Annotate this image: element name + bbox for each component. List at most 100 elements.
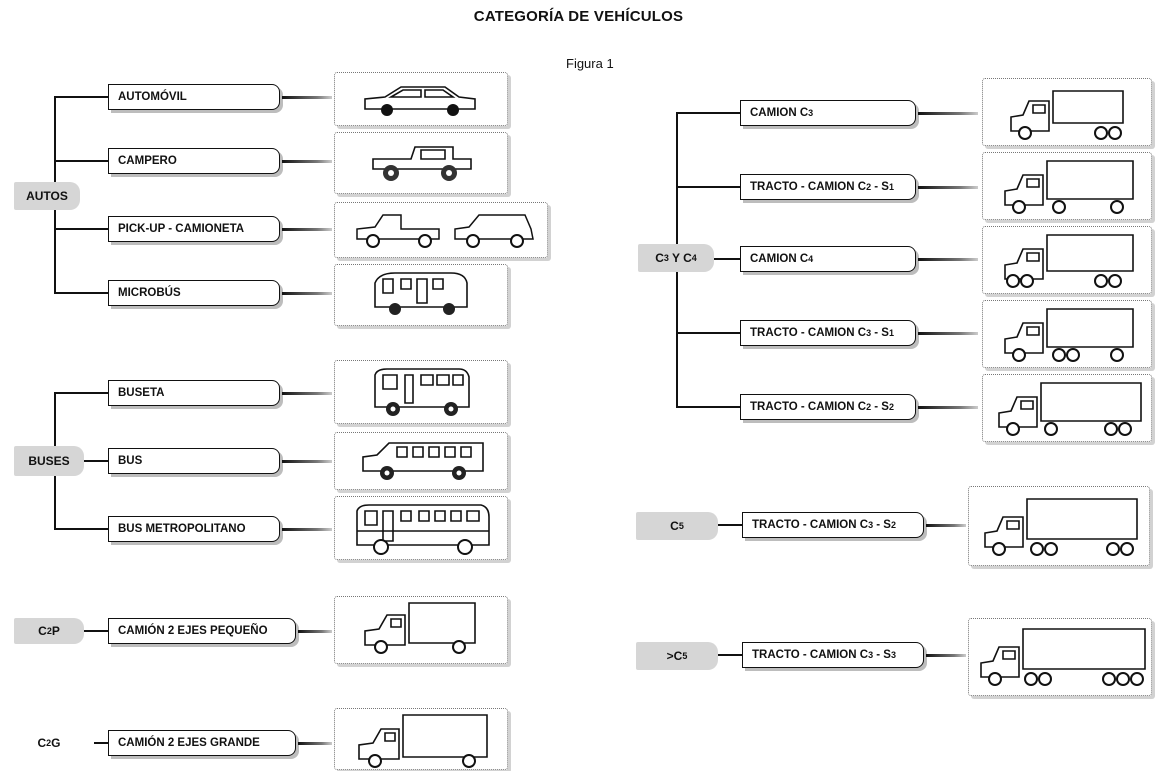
figure-title: CATEGORÍA DE VEHÍCULOS bbox=[473, 8, 684, 25]
small-truck-icon bbox=[334, 596, 508, 664]
connector bbox=[282, 228, 332, 231]
category-pickup: PICK-UP - CAMIONETA bbox=[108, 216, 280, 242]
pickup-icon bbox=[334, 202, 548, 258]
category-bus: BUS bbox=[108, 448, 280, 474]
tag-text: >C bbox=[666, 649, 683, 663]
tag-subscript: 5 bbox=[678, 521, 684, 531]
label-text: - S bbox=[871, 401, 889, 413]
label-text: TRACTO - CAMION C bbox=[752, 649, 869, 661]
tractor-c2s2-icon bbox=[982, 374, 1152, 442]
connector bbox=[282, 392, 332, 395]
connector bbox=[54, 228, 108, 230]
tag-subscript: 4 bbox=[691, 253, 697, 263]
tractor-c2s1-icon bbox=[982, 152, 1152, 220]
connector bbox=[918, 112, 978, 115]
connector bbox=[282, 96, 332, 99]
category-bus-metropolitano: BUS METROPOLITANO bbox=[108, 516, 280, 542]
label-subscript: 3 bbox=[808, 108, 814, 118]
connector bbox=[918, 406, 978, 409]
metro-bus-icon bbox=[334, 496, 508, 560]
connector bbox=[918, 186, 978, 189]
connector bbox=[54, 96, 108, 98]
label-subscript: 3 bbox=[868, 520, 874, 530]
label-text: - S bbox=[871, 181, 889, 193]
connector bbox=[54, 292, 108, 294]
tag-text: Y C bbox=[668, 251, 692, 265]
connector bbox=[298, 742, 332, 745]
label-subscript: 4 bbox=[808, 254, 814, 264]
label-text: TRACTO - CAMION C bbox=[750, 401, 867, 413]
label-text: CAMION C bbox=[750, 107, 809, 119]
connector bbox=[926, 524, 966, 527]
category-microbus: MICROBÚS bbox=[108, 280, 280, 306]
connector bbox=[918, 332, 978, 335]
connector bbox=[676, 406, 740, 408]
connector bbox=[918, 258, 978, 261]
category-camion-2-ejes-pequeno: CAMIÓN 2 EJES PEQUEÑO bbox=[108, 618, 296, 644]
connector bbox=[54, 160, 108, 162]
label-subscript: 3 bbox=[866, 328, 872, 338]
truck-c4-icon bbox=[982, 226, 1152, 294]
category-buseta: BUSETA bbox=[108, 380, 280, 406]
label-text: - S bbox=[871, 327, 889, 339]
label-text: TRACTO - CAMION C bbox=[750, 181, 867, 193]
connector bbox=[718, 524, 742, 526]
tag-text: G bbox=[51, 736, 61, 750]
tag-subscript: 2 bbox=[46, 738, 52, 748]
category-automovil: AUTOMÓVIL bbox=[108, 84, 280, 110]
connector bbox=[718, 654, 742, 656]
connector bbox=[54, 528, 108, 530]
group-tag-buses: BUSES bbox=[14, 446, 84, 476]
tag-subscript: 2 bbox=[46, 626, 52, 636]
connector bbox=[926, 654, 966, 657]
label-text: - S bbox=[873, 519, 891, 531]
label-subscript: 3 bbox=[868, 650, 874, 660]
label-text: TRACTO - CAMION C bbox=[750, 327, 867, 339]
tag-text: P bbox=[51, 624, 60, 638]
label-subscript: 1 bbox=[888, 182, 894, 192]
label-subscript: 2 bbox=[866, 402, 872, 412]
connector bbox=[54, 392, 108, 394]
tag-text: C bbox=[655, 251, 664, 265]
connector bbox=[84, 460, 108, 462]
label-subscript: 1 bbox=[888, 328, 894, 338]
label-subscript: 3 bbox=[890, 650, 896, 660]
tag-subscript: 3 bbox=[663, 253, 669, 263]
label-text: - S bbox=[873, 649, 891, 661]
car-icon bbox=[334, 72, 508, 126]
connector bbox=[676, 186, 740, 188]
connector bbox=[282, 528, 332, 531]
label-text: CAMION C bbox=[750, 253, 809, 265]
label-text: TRACTO - CAMION C bbox=[752, 519, 869, 531]
connector bbox=[298, 630, 332, 633]
tag-subscript: 5 bbox=[682, 651, 688, 661]
tag-text: C bbox=[38, 624, 47, 638]
buseta-icon bbox=[334, 360, 508, 424]
microbus-icon bbox=[334, 264, 508, 326]
connector bbox=[676, 332, 740, 334]
tractor-c3s1-icon bbox=[982, 300, 1152, 368]
connector bbox=[84, 630, 108, 632]
jeep-icon bbox=[334, 132, 508, 194]
large-truck-icon bbox=[334, 708, 508, 770]
connector bbox=[282, 460, 332, 463]
tag-text: C bbox=[670, 519, 679, 533]
tractor-c3s3-icon bbox=[968, 618, 1152, 696]
bus-icon bbox=[334, 432, 508, 490]
connector bbox=[282, 292, 332, 295]
tag-text: C bbox=[37, 736, 47, 750]
figure-caption: Figura 1 bbox=[566, 56, 614, 71]
group-tag-autos: AUTOS bbox=[14, 182, 80, 210]
category-camion-2-ejes-grande: CAMIÓN 2 EJES GRANDE bbox=[108, 730, 296, 756]
tractor-c3s2-icon bbox=[968, 486, 1150, 566]
